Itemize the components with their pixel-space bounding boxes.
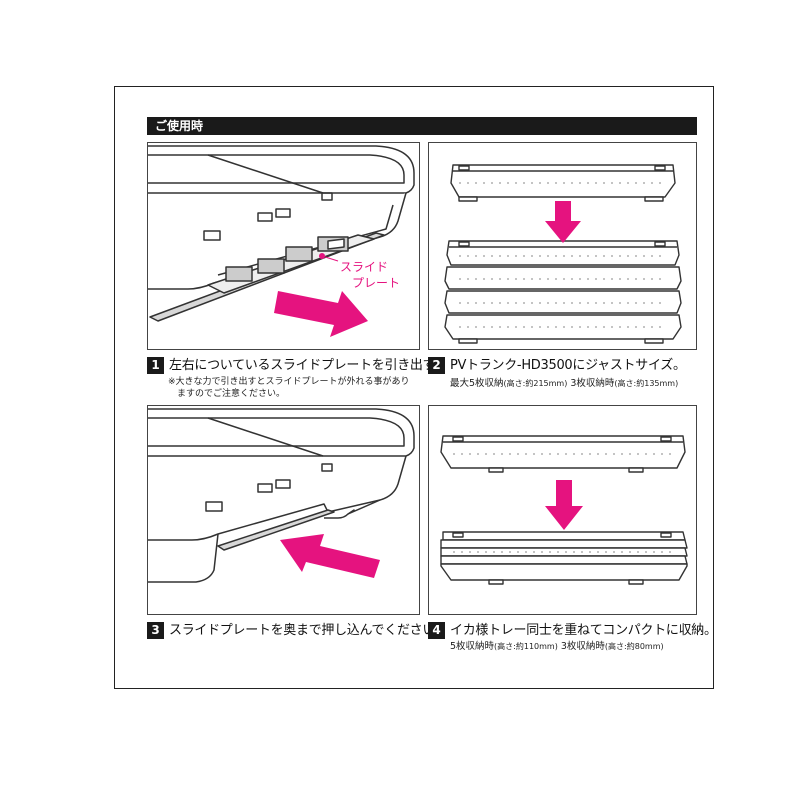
- step-1-caption: 1 左右についているスライドプレートを引き出す。: [147, 357, 447, 374]
- step-2-caption: 2 PVトランク-HD3500にジャストサイズ。: [428, 357, 686, 374]
- illustration-compact-stack: [428, 405, 697, 615]
- step-text: PVトランク-HD3500にジャストサイズ。: [450, 358, 686, 373]
- step-3-caption: 3 スライドプレートを奥まで押し込んでください。: [147, 622, 448, 639]
- illustration-push-plate: [147, 405, 420, 615]
- illustration-trunk-fit: [428, 142, 697, 350]
- sub-b-small: (高さ:約80mm): [604, 642, 664, 651]
- sub-a: 5枚収納時: [450, 641, 495, 652]
- step-text: 左右についているスライドプレートを引き出す。: [169, 358, 447, 373]
- step-number: 4: [428, 622, 445, 639]
- callout-label-line1: スライド: [340, 260, 388, 274]
- step-number: 3: [147, 622, 164, 639]
- arrow-push-icon: [280, 534, 380, 578]
- sub-a-small: (高さ:約215mm): [503, 379, 568, 388]
- sub-b: 3枚収納時: [570, 378, 615, 389]
- sub-a: 最大5枚収納: [450, 378, 504, 389]
- step-4-sub: 5枚収納時(高さ:約110mm) 3枚収納時(高さ:約80mm): [450, 641, 664, 653]
- arrow-down-icon: [545, 201, 581, 243]
- callout-label-line2: プレート: [352, 276, 400, 290]
- step-text: スライドプレートを奥まで押し込んでください。: [169, 623, 448, 638]
- step-number: 2: [428, 357, 445, 374]
- illustration-pull-plate: スライド プレート: [147, 142, 420, 350]
- arrow-down-icon: [545, 480, 583, 530]
- step-1-note-line1: ※大きな力で引き出すとスライドプレートが外れる事があり: [168, 377, 410, 387]
- arrow-pull-icon: [274, 291, 368, 337]
- step-4-caption: 4 イカ様トレー同士を重ねてコンパクトに収納。: [428, 622, 717, 639]
- step-1-note-line2: ますのでご注意ください。: [177, 389, 286, 399]
- step-text: イカ様トレー同士を重ねてコンパクトに収納。: [450, 623, 717, 638]
- document-frame: [114, 86, 714, 689]
- step-2-sub: 最大5枚収納(高さ:約215mm) 3枚収納時(高さ:約135mm): [450, 378, 678, 390]
- sub-b: 3枚収納時: [560, 641, 605, 652]
- sub-b-small: (高さ:約135mm): [614, 379, 679, 388]
- sub-a-small: (高さ:約110mm): [494, 642, 558, 651]
- section-header: ご使用時: [147, 117, 697, 135]
- step-number: 1: [147, 357, 164, 374]
